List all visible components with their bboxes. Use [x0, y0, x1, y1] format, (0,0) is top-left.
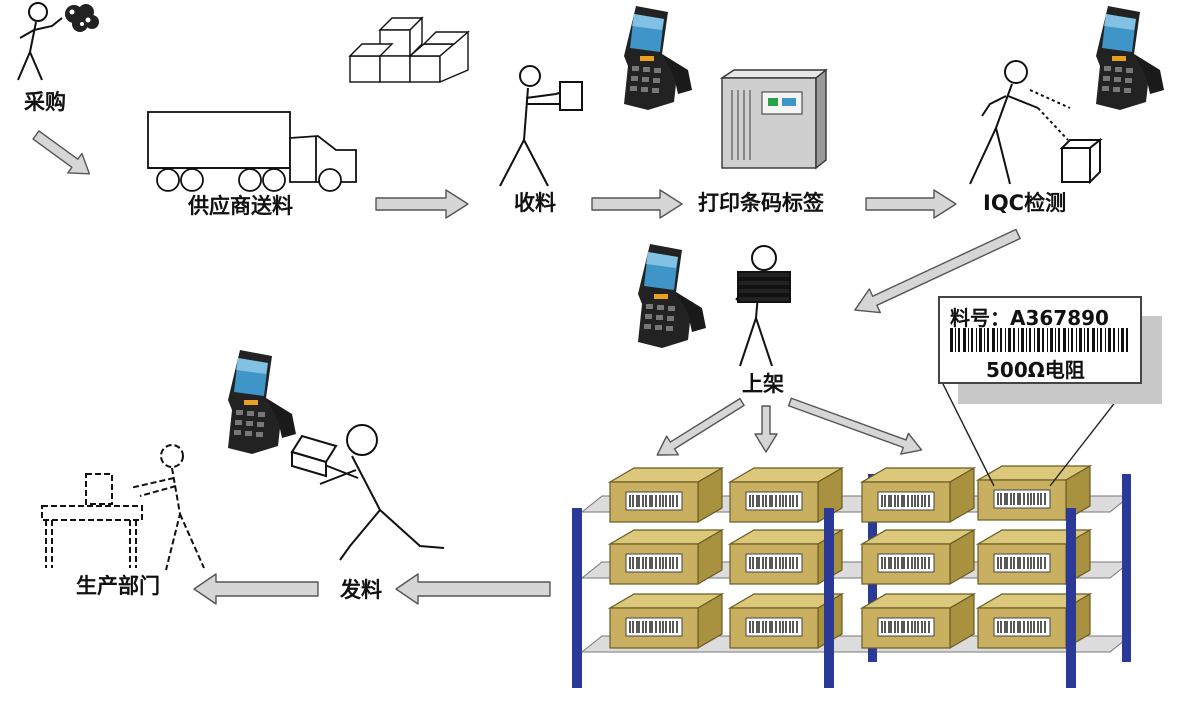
storage-box: [861, 529, 975, 585]
flow-arrows: [32, 130, 1021, 605]
barcode-label-tag: 料号：A367890 500Ω电阻: [938, 296, 1142, 384]
step-issue-material-label: 发料: [340, 578, 382, 602]
label-callout-lines: [939, 377, 1135, 487]
barcode-graphic: [950, 328, 1128, 352]
shelving-person-icon: [735, 245, 791, 367]
storage-box: [861, 467, 975, 523]
storage-box: [609, 593, 723, 649]
step-supplier-delivery-label: 供应商送料: [188, 194, 293, 218]
barcode-scanner-icon: [638, 244, 706, 348]
barcode-scanner-icon: [624, 6, 692, 110]
storage-box: [609, 529, 723, 585]
storage-rack-icon: [572, 465, 1132, 688]
step-procure-label: 采购: [24, 90, 66, 114]
storage-box: [609, 467, 723, 523]
step-print-barcode-label: 打印条码标签: [698, 191, 824, 215]
production-worker-icon: [41, 444, 205, 571]
barcode-scanner-icon: [228, 350, 296, 454]
walking-person-icon: [17, 2, 99, 81]
step-receiving-label: 收料: [514, 191, 556, 215]
storage-box: [861, 593, 975, 649]
barcode-scanner-icon: [1096, 6, 1164, 110]
carton-stack-icon: [348, 16, 470, 84]
part-number-text: 料号：A367890: [950, 306, 1109, 330]
step-iqc-label: IQC检测: [983, 191, 1067, 215]
barcode-printer-icon: [719, 68, 828, 170]
carrying-person-icon: [499, 65, 583, 187]
step-production-dept-label: 生产部门: [76, 574, 160, 598]
truck-icon: [147, 111, 357, 192]
running-person-icon: [290, 424, 445, 561]
part-description-text: 500Ω电阻: [986, 358, 1085, 382]
step-shelving-label: 上架: [742, 372, 784, 396]
inspector-icon: [969, 60, 1103, 185]
